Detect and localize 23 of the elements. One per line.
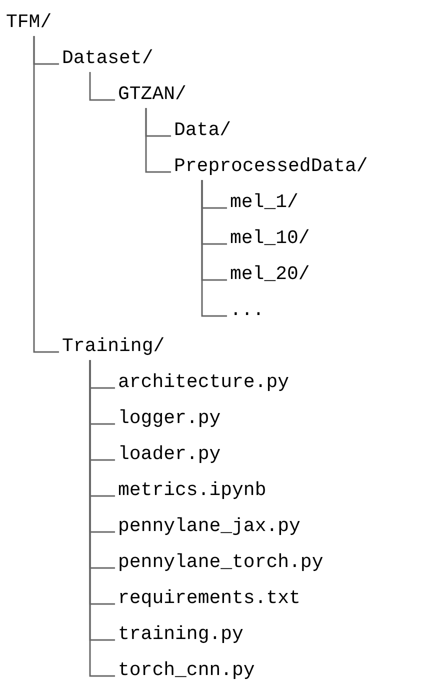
path-label: metrics.ipynb <box>118 478 266 502</box>
path-label: mel_1/ <box>230 190 298 214</box>
path-label: Training/ <box>62 334 165 358</box>
path-label: torch_cnn.py <box>118 658 255 682</box>
tree-connector <box>89 72 115 101</box>
path-label: logger.py <box>118 406 221 430</box>
path-label: pennylane_torch.py <box>118 550 324 574</box>
path-label: mel_20/ <box>230 262 310 286</box>
path-label: GTZAN/ <box>118 82 186 106</box>
tree-connector <box>33 36 59 353</box>
path-label: mel_10/ <box>230 226 310 250</box>
path-label: pennylane_jax.py <box>118 514 300 538</box>
path-label: requirements.txt <box>118 586 300 610</box>
path-label: ... <box>230 298 264 322</box>
path-label: PreprocessedData/ <box>174 154 368 178</box>
path-label: architecture.py <box>118 370 290 394</box>
path-label: Dataset/ <box>62 46 154 70</box>
path-label: loader.py <box>118 442 221 466</box>
path-label: training.py <box>118 622 244 646</box>
path-label: TFM/ <box>6 10 52 34</box>
path-label: Data/ <box>174 118 232 142</box>
tree-connector <box>145 108 171 173</box>
tree-connector <box>201 180 227 317</box>
